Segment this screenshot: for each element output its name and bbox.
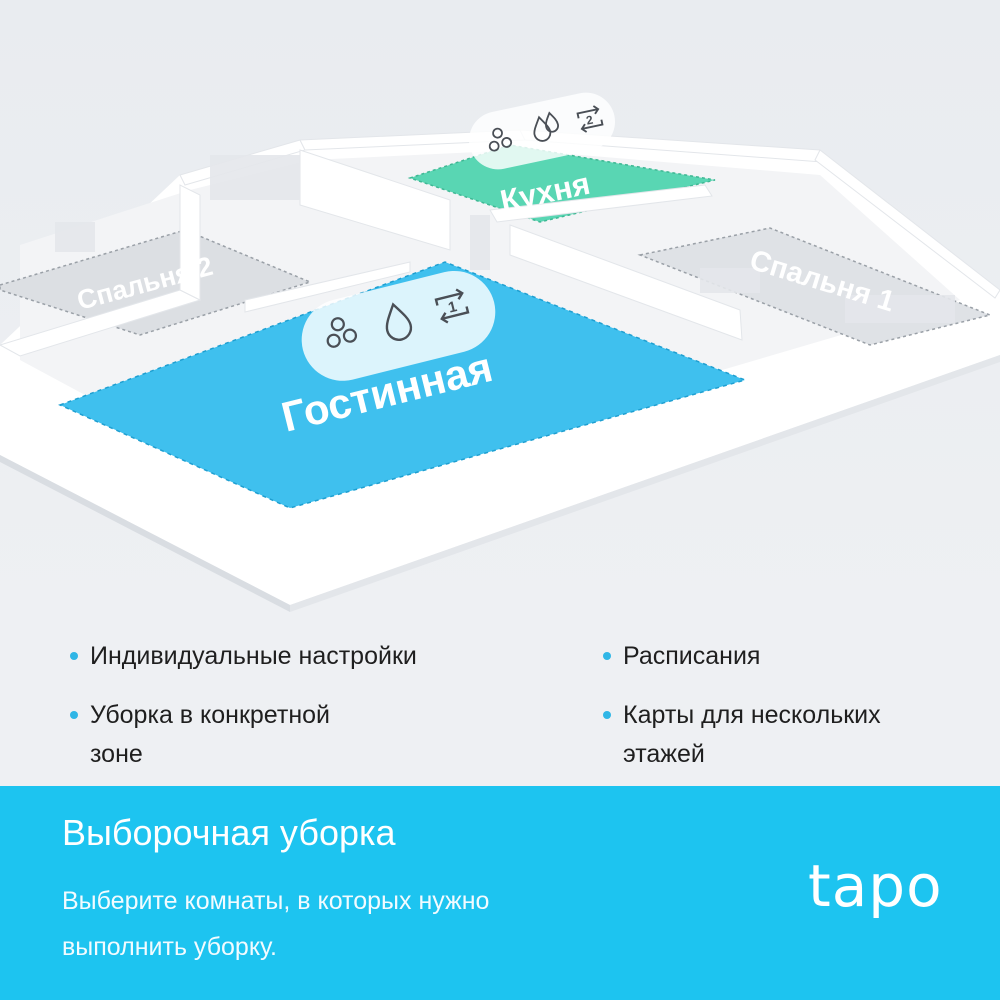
repeat-1-icon: 1 — [434, 288, 470, 324]
bullet-dot — [603, 652, 611, 660]
fan-icon — [326, 317, 358, 348]
tapo-logo: tapo — [808, 852, 943, 920]
feature-label: Индивидуальные настройки — [90, 642, 417, 670]
repeat-2-icon: 2 — [576, 105, 604, 133]
bullet-dot — [70, 711, 78, 719]
footer-title: Выборочная уборка — [62, 812, 396, 853]
floor-slab-edge — [0, 455, 290, 612]
feature-label: Карты для нескольких — [623, 701, 881, 729]
kitchen-modes-pill[interactable]: 2 — [464, 87, 621, 175]
footer-subtitle-line-2: выполнить уборку. — [62, 933, 277, 961]
floor-map: 1 2 — [0, 0, 1000, 640]
feature-label: Расписания — [623, 642, 761, 670]
footer-subtitle: Выберите комнаты, в которых нужно выполн… — [62, 878, 622, 970]
footer-banner: Выборочная уборка Выберите комнаты, в ко… — [0, 786, 1000, 1000]
svg-text:1: 1 — [446, 298, 458, 317]
water-drop-icon — [385, 302, 413, 341]
feature-item: Карты для нескольких этажей — [603, 696, 881, 774]
feature-list: Индивидуальные настройки Уборка в конкре… — [0, 620, 1000, 785]
feature-item: Уборка в конкретной зоне — [70, 696, 330, 774]
feature-label-continued: зоне — [90, 740, 143, 768]
bullet-dot — [70, 652, 78, 660]
feature-item: Индивидуальные настройки — [70, 637, 417, 676]
bullet-dot — [603, 711, 611, 719]
footer-subtitle-line-1: Выберите комнаты, в которых нужно — [62, 887, 490, 915]
feature-label: Уборка в конкретной — [90, 701, 330, 729]
feature-item: Расписания — [603, 637, 761, 676]
living-modes-pill[interactable]: 1 — [293, 262, 504, 389]
fan-icon — [488, 127, 513, 152]
floor-slab-edge-right — [290, 355, 1000, 612]
furniture — [55, 155, 955, 323]
water-drop-2-icon — [533, 111, 559, 142]
svg-text:2: 2 — [585, 113, 595, 128]
feature-label-continued: этажей — [623, 740, 705, 768]
room-bedroom-2[interactable] — [0, 229, 313, 336]
